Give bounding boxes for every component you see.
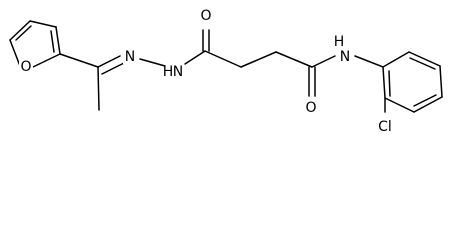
bond-c3-c2-inner [50, 30, 55, 53]
bond-c1-c2 [204, 50, 242, 68]
bond-c5-c4 [9, 20, 31, 41]
bond-n2-ccarbonyl [184, 50, 206, 65]
bond-cimine-n1 [97, 55, 121, 68]
chemical-structure-diagram: O N H N O H N O Cl [9, 6, 443, 135]
bond-ar4-ar5 [413, 96, 443, 113]
bond-c4-namide [311, 55, 336, 68]
bond-cimine-n1-double [101, 62, 125, 75]
bond-cimine-methyl [97, 66, 100, 111]
bond-ar6-ar1 [382, 66, 386, 99]
amide-nitrogen-label: N [340, 49, 350, 65]
amide-nh-h-label: H [334, 34, 345, 50]
hydrazide-nh-h-label: H [163, 64, 174, 80]
furan-ring [9, 20, 61, 68]
furan-oxygen-label: O [20, 59, 31, 75]
bond-ar3-ar4 [439, 65, 443, 98]
bond-ar4-ar5-inner [413, 94, 437, 107]
hydrazide-oxygen-label: O [200, 8, 211, 24]
bond-c2-c3 [240, 51, 277, 68]
bond-n1-n2 [139, 58, 166, 67]
bond-c2-cimine [59, 53, 99, 68]
atom-labels: O N H N O H N O Cl [19, 6, 392, 135]
bond-o-c5 [9, 39, 21, 67]
chlorine-label: Cl [378, 119, 392, 135]
bond-ar5-ar6 [384, 97, 415, 113]
amide-oxygen-label: O [305, 100, 316, 116]
bond-c2-o [32, 53, 61, 68]
bond-ar1-ar2 [382, 51, 410, 68]
chlorophenyl-ring [382, 51, 443, 113]
hydrazone-n2-label: N [173, 64, 183, 80]
hydrazone-n1-label: N [125, 49, 135, 65]
bond-c3-c2 [55, 26, 61, 55]
bond-namide-aryl [354, 55, 384, 68]
hydrazone-linker [59, 50, 206, 111]
bond-ar2-ar3-inner [409, 57, 436, 70]
bond-ar6-ar1-inner [388, 70, 391, 97]
bond-ar2-ar3 [408, 51, 441, 67]
bond-c3-c4 [275, 51, 313, 68]
succinyl-chain [202, 29, 384, 97]
bond-c4-c3 [29, 20, 57, 28]
bond-c5-c4-inner [15, 25, 32, 41]
